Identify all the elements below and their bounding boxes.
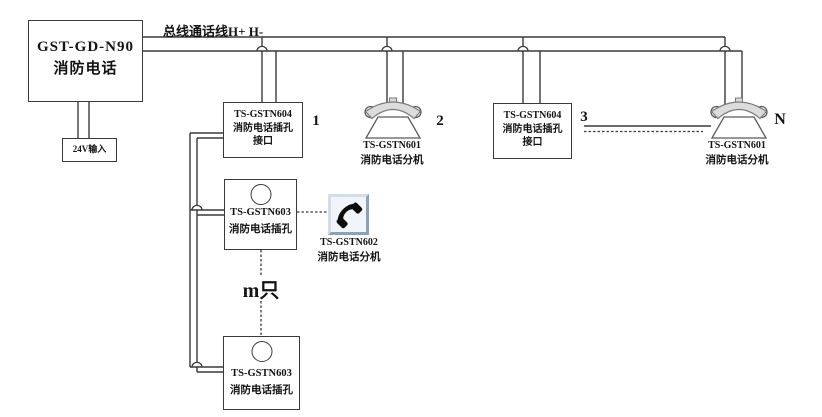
handset-label-group: TS-GSTN602 消防电话分机 [288, 237, 410, 264]
jack-socket-circle [250, 184, 271, 205]
phone-jack-1-box: TS-GSTN603 消防电话插孔 [224, 179, 297, 250]
jack-interface-3-sub: 接口 [522, 137, 543, 148]
portable-handset-button [328, 194, 369, 235]
main-panel-box: GST-GD-N90 消防电话 [28, 20, 143, 102]
panel-name: 消防电话 [53, 61, 118, 77]
crossover-hop [381, 45, 393, 52]
jack-interface-1-box: TS-GSTN604 消防电话插孔 接口 [223, 102, 303, 158]
quantity-label: m只 [242, 280, 280, 302]
jack-stub-wires [190, 125, 711, 373]
fire-phone-extension-2-icon [364, 97, 422, 139]
jack-interface-1-sub: 接口 [253, 136, 273, 147]
handset-model: TS-GSTN602 [320, 237, 378, 248]
phone-jack-m-box: TS-GSTN603 消防电话插孔 [223, 336, 300, 410]
index-label-n: N [774, 111, 786, 128]
jack-socket-circle [251, 341, 272, 362]
index-label-2: 2 [436, 113, 444, 129]
crossover-hop [191, 361, 203, 368]
bus-lines [143, 36, 742, 52]
phone-2-model: TS-GSTN601 [363, 140, 421, 151]
crossover-hop [719, 45, 731, 52]
crossover-hop [517, 45, 529, 52]
phone-2-label-group: TS-GSTN601 消防电话分机 [331, 140, 453, 167]
bus-wire-label: 总线通话线H+ H- [163, 24, 264, 39]
phone-jack-1-name: 消防电话插孔 [229, 224, 292, 235]
crossover-hop [256, 45, 268, 52]
crossover-hop [191, 204, 203, 211]
jack-interface-3-model: TS-GSTN604 [503, 110, 562, 121]
panel-model: GST-GD-N90 [37, 39, 134, 55]
jack-interface-1-name: 消防电话插孔 [233, 122, 293, 134]
power-input-label: 24V输入 [72, 144, 107, 154]
crossover-hops [191, 45, 731, 368]
jack-interface-3-box: TS-GSTN604 消防电话插孔 接口 [493, 103, 572, 159]
phone-n-model: TS-GSTN601 [708, 140, 766, 151]
handset-icon [336, 202, 363, 229]
phone-n-name: 消防电话分机 [705, 155, 769, 166]
phone-jack-m-name: 消防电话插孔 [230, 385, 293, 396]
phone-jack-1-model: TS-GSTN603 [230, 207, 291, 218]
phone-jack-m-model: TS-GSTN603 [231, 368, 292, 379]
dashed-lines [260, 130, 703, 336]
power-input-box: 24V输入 [62, 138, 117, 162]
phone-n-label-group: TS-GSTN601 消防电话分机 [676, 140, 798, 167]
handset-name: 消防电话分机 [317, 252, 381, 263]
phone-2-name: 消防电话分机 [360, 155, 424, 166]
jack-interface-1-model: TS-GSTN604 [234, 109, 292, 120]
index-label-1: 1 [312, 113, 320, 129]
jack-interface-3-name: 消防电话插孔 [502, 123, 563, 135]
fire-phone-extension-n-icon [710, 97, 768, 139]
drop-wires [77, 37, 743, 372]
index-label-3: 3 [580, 109, 588, 125]
